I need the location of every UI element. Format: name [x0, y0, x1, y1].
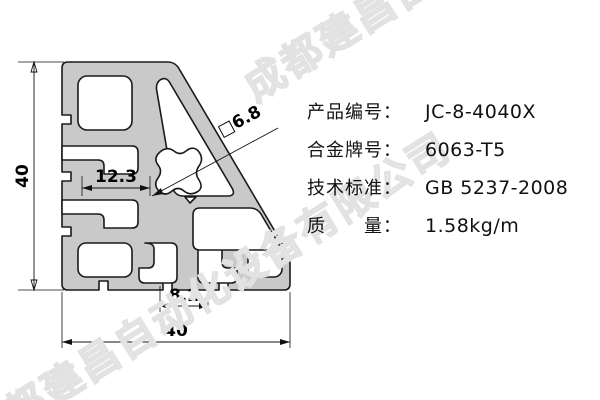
arrow-top — [30, 60, 38, 73]
dimension-8-2: 8.2 — [159, 286, 209, 312]
spec-label-weight: 质 量： — [307, 216, 402, 237]
bottom-wall-nib — [184, 196, 197, 204]
dim-label-12-3: 12.3 — [95, 167, 137, 187]
tslot-left-lower — [61, 199, 139, 229]
spec-value-alloy-grade: 6063-T5 — [425, 139, 506, 161]
spec-value-product-code: JC-8-4040X — [425, 101, 537, 123]
dim-label-height: 40 — [13, 164, 33, 188]
leader-line-bore — [151, 127, 279, 197]
arrow-w40-left — [62, 339, 72, 345]
arrow-8-2-right — [199, 303, 208, 309]
void-diagonal-lower — [192, 207, 281, 251]
center-bore-hole — [154, 147, 203, 195]
arrow-bottom — [30, 279, 38, 292]
void-bottom-left — [77, 242, 133, 278]
spec-label-standard: 技术标准： — [307, 178, 402, 199]
tslot-left-upper — [61, 145, 139, 175]
spec-row-product-code: 产品编号： JC-8-4040X — [307, 98, 597, 136]
spec-row-standard: 技术标准： GB 5237-2008 — [307, 174, 597, 212]
arrow-w40-right — [280, 339, 290, 345]
dimension-height-40: 40 — [13, 60, 64, 292]
arrow-bore — [152, 188, 163, 196]
arrow-8-2-left — [160, 303, 169, 309]
dimension-12-3: 12.3 — [81, 167, 151, 196]
arrow-12-3-right — [140, 185, 150, 191]
dim-label-bore: □6.8 — [215, 102, 265, 141]
spec-row-weight: 质 量： 1.58kg/m — [307, 212, 597, 250]
spec-label-product-code: 产品编号： — [307, 102, 402, 123]
spec-row-alloy-grade: 合金牌号： 6063-T5 — [307, 136, 597, 174]
void-top-left — [77, 75, 133, 131]
profile-body — [61, 61, 291, 291]
spec-value-weight: 1.58kg/m — [425, 215, 520, 237]
dim-label-8-2: 8.2 — [169, 286, 199, 306]
specification-block: 产品编号： JC-8-4040X 合金牌号： 6063-T5 技术标准： GB … — [307, 98, 597, 250]
tslot-bottom-left — [138, 242, 178, 284]
spec-value-standard: GB 5237-2008 — [425, 177, 569, 199]
dimension-width-40: 40 — [61, 292, 291, 348]
arrow-12-3-left — [82, 185, 92, 191]
dim-label-width: 40 — [164, 321, 188, 341]
spec-label-alloy-grade: 合金牌号： — [307, 140, 402, 161]
